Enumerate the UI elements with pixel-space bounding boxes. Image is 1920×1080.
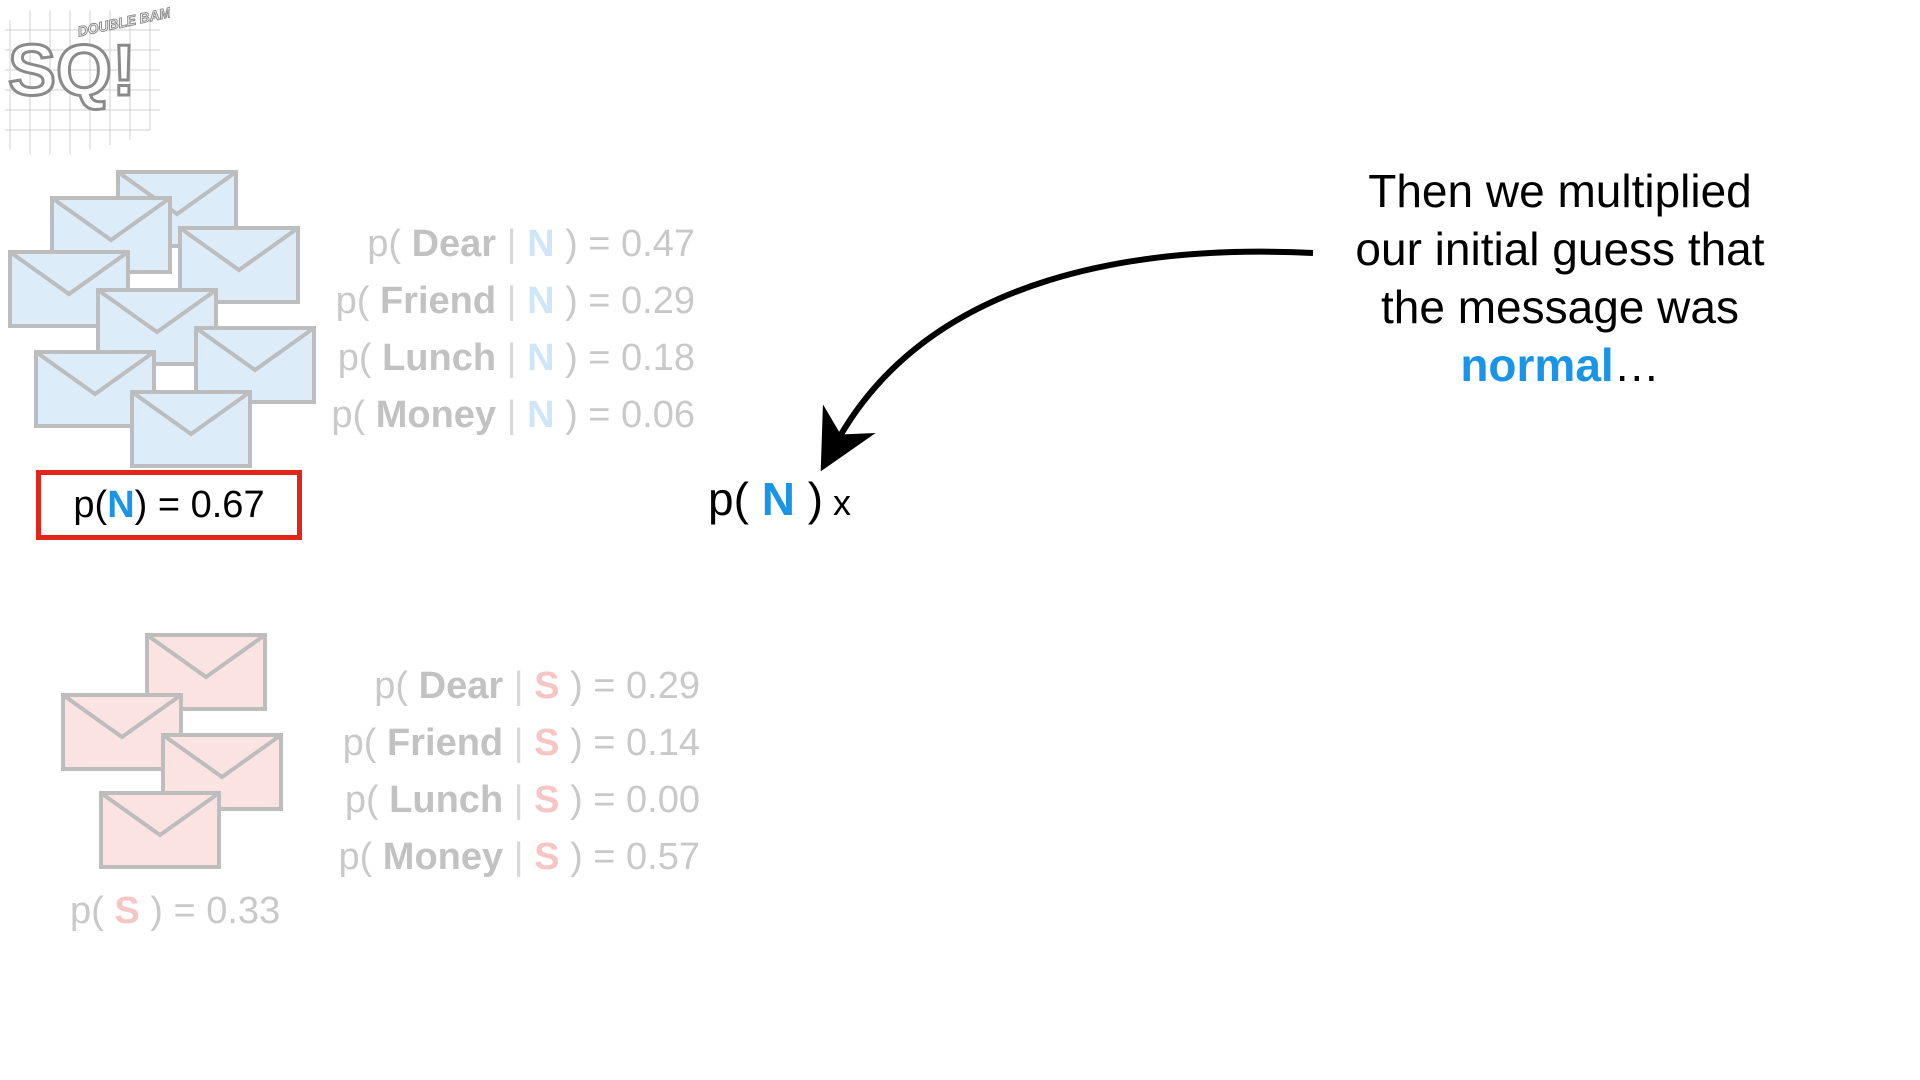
caption-line-4: normal… bbox=[1275, 336, 1845, 394]
prior-normal-prefix: p( bbox=[73, 483, 108, 526]
caption-line-2: our initial guess that bbox=[1355, 223, 1765, 275]
prior-spam-prefix: p( bbox=[70, 890, 115, 932]
formula-prefix: p( bbox=[708, 473, 762, 525]
normal-messages-icon bbox=[8, 170, 316, 468]
prior-spam: p( S ) = 0.33 bbox=[70, 890, 280, 933]
caption: Then we multiplied our initial guess tha… bbox=[1275, 162, 1845, 394]
caption-ellipsis: … bbox=[1613, 339, 1660, 391]
spam-prob-dear: p( Dear | S ) = 0.29 bbox=[374, 665, 700, 707]
caption-line-3: the message was bbox=[1381, 281, 1739, 333]
normal-prob-dear: p( Dear | N ) = 0.47 bbox=[367, 223, 695, 265]
normal-prob-lunch: p( Lunch | N ) = 0.18 bbox=[337, 337, 695, 379]
prior-normal-highlight-box: p( N ) = 0.67 bbox=[36, 470, 302, 540]
statquest-logo: SQ! DOUBLE BAM!!! bbox=[5, 1, 170, 155]
normal-prob-money: p( Money | N ) = 0.06 bbox=[331, 394, 695, 436]
spam-prob-money: p( Money | S ) = 0.57 bbox=[338, 836, 700, 878]
spam-prob-friend: p( Friend | S ) = 0.14 bbox=[342, 722, 700, 764]
spam-prob-lunch: p( Lunch | S ) = 0.00 bbox=[344, 779, 700, 821]
spam-messages-icon bbox=[61, 633, 283, 869]
caption-line-1: Then we multiplied bbox=[1368, 165, 1752, 217]
formula-times: x bbox=[823, 482, 852, 523]
formula-class: N bbox=[761, 473, 795, 525]
formula-suffix: ) bbox=[794, 473, 824, 525]
prior-spam-value: ) = 0.33 bbox=[139, 890, 281, 932]
prior-normal-value: ) = 0.67 bbox=[134, 483, 265, 526]
spam-word-probabilities: p( Dear | S ) = 0.29 p( Friend | S ) = 0… bbox=[338, 658, 700, 886]
logo-main-text: SQ! bbox=[8, 31, 136, 111]
prior-normal-class: N bbox=[107, 483, 135, 526]
normal-word-probabilities: p( Dear | N ) = 0.47 p( Friend | N ) = 0… bbox=[331, 216, 695, 444]
formula: p( N ) x bbox=[708, 472, 851, 526]
caption-highlight: normal bbox=[1460, 339, 1614, 391]
normal-prob-friend: p( Friend | N ) = 0.29 bbox=[335, 280, 695, 322]
prior-spam-class: S bbox=[114, 890, 140, 932]
